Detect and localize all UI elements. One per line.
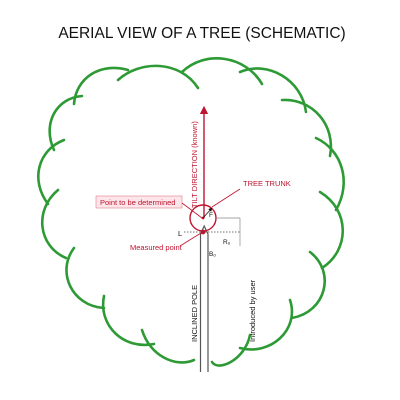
tree-trunk-leader — [211, 188, 241, 208]
canopy-arc — [116, 64, 200, 90]
canopy-arc — [41, 188, 68, 260]
tree-canopy — [37, 57, 345, 367]
inclined-pole-label: INCLINED POLE — [190, 285, 199, 342]
r-label: Rₒ — [223, 239, 231, 246]
canopy-arc — [290, 250, 326, 320]
introduced-by-user-label: Introduced by user — [248, 279, 257, 342]
canopy-arc — [72, 66, 130, 106]
radius-f-label: F — [209, 212, 213, 219]
canopy-arc — [37, 138, 66, 206]
canopy-arc — [314, 136, 345, 212]
diagram-title: AERIAL VIEW OF A TREE (SCHEMATIC) — [58, 25, 345, 42]
measured-point-leader — [179, 232, 202, 247]
canopy-arc — [238, 67, 308, 114]
canopy-arc — [65, 246, 106, 310]
canopy-arc — [140, 328, 196, 364]
measured-point-label: Measured point — [130, 243, 183, 252]
canopy-arc — [101, 294, 156, 347]
point-to-be-determined-leader — [181, 202, 203, 219]
canopy-arc — [238, 298, 294, 351]
inclined-pole — [199, 224, 209, 372]
canopy-arc — [210, 333, 252, 367]
point-to-be-determined-box — [95, 195, 183, 209]
tilt-direction-label: TILT DIRECTION (known) — [190, 121, 199, 208]
point-to-be-determined-label: Point to be determined — [100, 198, 175, 207]
canopy-arc — [48, 94, 84, 152]
b-label: Bₒ — [209, 251, 216, 258]
l-label: L — [178, 229, 182, 238]
tree-trunk-label: TREE TRUNK — [243, 179, 291, 188]
canopy-arc — [318, 190, 344, 270]
radius-f-arrow — [202, 207, 213, 219]
canopy-arc — [180, 57, 264, 86]
